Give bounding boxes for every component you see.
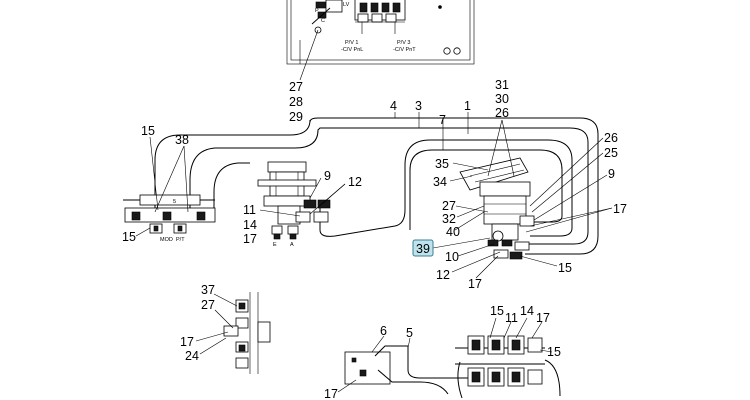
callout-30: 30 bbox=[495, 92, 509, 106]
callout-6: 6 bbox=[380, 324, 387, 338]
center-swivel-assembly: E A bbox=[257, 161, 331, 248]
callout-1: 1 bbox=[464, 99, 471, 113]
callout-26: 26 bbox=[495, 106, 509, 120]
svg-text:A: A bbox=[290, 242, 294, 248]
callout-34: 34 bbox=[433, 175, 447, 189]
callout-35: 35 bbox=[435, 157, 449, 171]
callout-3: 3 bbox=[415, 99, 422, 113]
callout-39-badge[interactable]: 39 bbox=[412, 239, 434, 257]
svg-text:5: 5 bbox=[173, 199, 176, 205]
pv1-label-line1: P/V 1 bbox=[345, 40, 358, 46]
callout-27: 27 bbox=[201, 298, 215, 312]
callout-26: 26 bbox=[604, 131, 618, 145]
callout-37: 37 bbox=[201, 283, 215, 297]
callout-4: 4 bbox=[390, 99, 397, 113]
pv3-label-line2: -C/V PnT bbox=[393, 47, 416, 53]
port-circle bbox=[453, 47, 461, 55]
callout-15: 15 bbox=[547, 345, 561, 359]
bottom-right-manifold bbox=[455, 335, 561, 399]
callout-31: 31 bbox=[495, 78, 509, 92]
leader-lines bbox=[135, 112, 613, 393]
svg-text:C: C bbox=[321, 18, 325, 24]
svg-text:P/T: P/T bbox=[176, 237, 185, 243]
callout-14: 14 bbox=[243, 218, 257, 232]
callout-17: 17 bbox=[243, 232, 257, 246]
svg-text:MOD: MOD bbox=[160, 237, 173, 243]
pv1-label-line2: -C/V PnL bbox=[341, 47, 363, 53]
callout-10: 10 bbox=[445, 250, 459, 264]
callout-numbers: 27 28 29 4 3 1 7 31 30 26 15 38 15 9 12 … bbox=[122, 78, 627, 400]
callout-12: 12 bbox=[436, 268, 450, 282]
pv3-label-line1: P/V 3 bbox=[397, 40, 410, 46]
main-pipe-routes bbox=[154, 117, 599, 255]
callout-17: 17 bbox=[468, 277, 482, 291]
callout-12: 12 bbox=[348, 175, 362, 189]
callout-27: 27 bbox=[442, 199, 456, 213]
callout-11: 11 bbox=[243, 203, 256, 217]
lower-left-valve-column bbox=[223, 292, 271, 374]
callout-5: 5 bbox=[406, 326, 413, 340]
control-valve-block bbox=[354, 0, 406, 34]
svg-text:E: E bbox=[273, 242, 277, 248]
callout-15: 15 bbox=[558, 261, 572, 275]
callout-17: 17 bbox=[613, 202, 627, 216]
port-circle bbox=[443, 47, 451, 55]
callout-17: 17 bbox=[536, 311, 550, 325]
callout-17: 17 bbox=[180, 335, 194, 349]
callout-9: 9 bbox=[608, 167, 615, 181]
callout-24: 24 bbox=[185, 349, 199, 363]
svg-text:P: P bbox=[315, 8, 319, 14]
left-fitting-group: MOD P/T 5 bbox=[123, 194, 216, 243]
callout-28: 28 bbox=[289, 95, 303, 109]
callout-40: 40 bbox=[446, 225, 460, 239]
callout-32: 32 bbox=[442, 212, 456, 226]
callout-15: 15 bbox=[141, 124, 155, 138]
badge-frame bbox=[412, 239, 434, 257]
fitting-cluster-top: P C LV bbox=[311, 0, 350, 34]
callout-9: 9 bbox=[324, 169, 331, 183]
badge-label: 39 bbox=[416, 242, 430, 256]
right-pump-assembly bbox=[459, 157, 535, 260]
callout-11: 11 bbox=[505, 311, 518, 325]
svg-text:LV: LV bbox=[343, 2, 350, 8]
callout-25: 25 bbox=[604, 146, 618, 160]
top-detail-panel: P C LV P/V 1 -C/V PnL P/V 3 -C/V PnT bbox=[286, 0, 475, 81]
callout-17: 17 bbox=[324, 387, 338, 400]
bottom-center-block bbox=[344, 345, 470, 395]
callout-15: 15 bbox=[490, 304, 504, 318]
callout-14: 14 bbox=[520, 304, 534, 318]
callout-15: 15 bbox=[122, 230, 136, 244]
marker-dot bbox=[438, 5, 442, 9]
callout-38: 38 bbox=[175, 133, 189, 147]
callout-29: 29 bbox=[289, 110, 303, 124]
callout-27: 27 bbox=[289, 80, 303, 94]
callout-7: 7 bbox=[439, 113, 446, 127]
